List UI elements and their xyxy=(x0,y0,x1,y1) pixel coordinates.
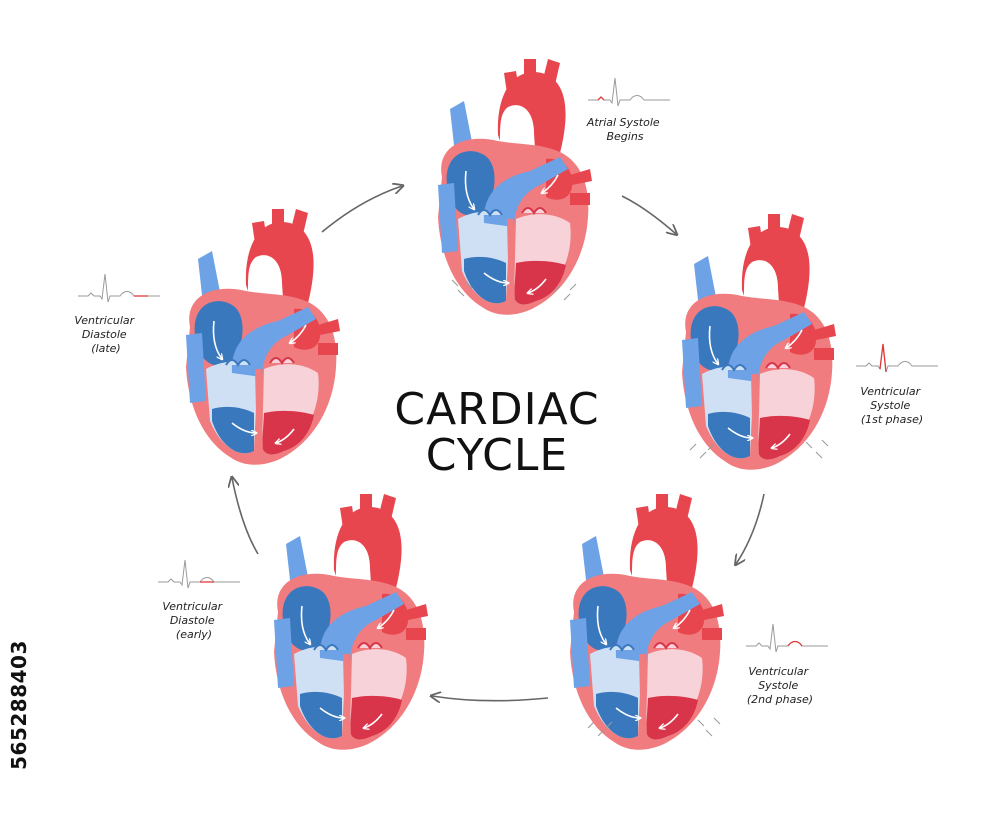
stage-label: Ventricular Systole (1st phase) xyxy=(860,385,923,426)
contraction-marks xyxy=(451,279,577,301)
heart-illustration xyxy=(682,214,836,470)
contraction-marks xyxy=(587,717,721,737)
stage-ventricular-systole-1st: Ventricular Systole (1st phase) xyxy=(682,214,939,470)
ecg-trace-icon xyxy=(77,273,161,303)
stage-label: Ventricular Systole (2nd phase) xyxy=(747,665,813,706)
stage-atrial-systole-begins: Atrial Systole Begins xyxy=(438,59,671,315)
heart-illustration xyxy=(438,59,592,315)
stage-label: Ventricular Diastole (early) xyxy=(162,600,225,641)
stage-ventricular-diastole-early: Ventricular Diastole (early) xyxy=(157,494,428,750)
cycle-arrow-early-to-late xyxy=(232,478,259,555)
diagram-title: CARDIAC CYCLE xyxy=(394,384,599,481)
stock-id-text: 565288403 xyxy=(7,640,31,770)
ecg-trace-icon xyxy=(745,623,829,653)
ecg-trace-icon xyxy=(157,559,241,589)
cycle-arrows xyxy=(232,186,765,701)
cycle-arrow-late-to-atrial xyxy=(321,186,402,233)
stock-id-watermark: 565288403 xyxy=(4,590,34,820)
stage-ventricular-diastole-late: Ventricular Diastole (late) xyxy=(74,209,340,465)
heart-illustration xyxy=(570,494,724,750)
stage-label: Ventricular Diastole (late) xyxy=(74,314,137,355)
title-line-2: CYCLE xyxy=(426,430,568,481)
stage-ventricular-systole-2nd: Ventricular Systole (2nd phase) xyxy=(570,494,829,750)
cycle-arrow-atrial-to-systole1 xyxy=(621,195,676,234)
cycle-arrow-systole1-to-systole2 xyxy=(736,493,765,564)
ecg-trace-icon xyxy=(855,343,939,373)
ecg-trace-icon xyxy=(587,77,671,107)
cycle-arrow-systole2-to-early xyxy=(432,696,549,701)
contraction-marks xyxy=(689,439,829,459)
title-line-1: CARDIAC xyxy=(394,384,599,435)
stage-label: Atrial Systole Begins xyxy=(586,116,663,143)
heart-illustration xyxy=(274,494,428,750)
heart-illustration xyxy=(186,209,340,465)
